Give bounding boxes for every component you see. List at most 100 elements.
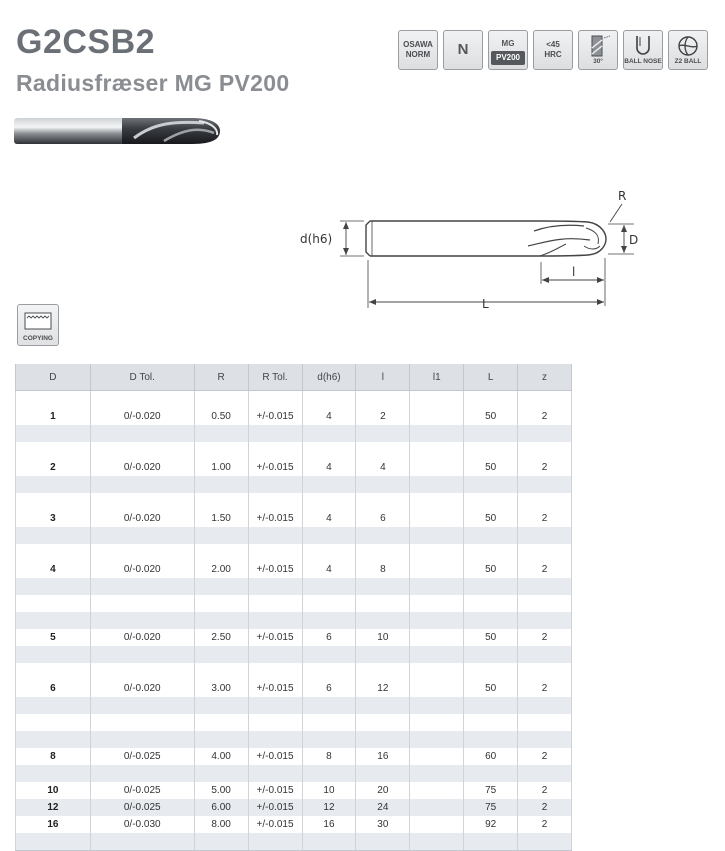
spacer-cell [15, 612, 91, 629]
spacer-cell [15, 425, 91, 442]
copying-icon [24, 312, 52, 330]
spacer-cell [15, 442, 91, 459]
spacer-cell [463, 442, 519, 459]
cell-z: 2 [517, 459, 572, 476]
spacer-cell [355, 714, 411, 731]
col-header-dh6: d(h6) [301, 364, 357, 391]
spacer-cell [517, 595, 572, 612]
spacer-cell [193, 765, 249, 782]
spacer-cell [463, 578, 519, 595]
spacer-cell [193, 442, 249, 459]
cell-big-l: 50 [463, 510, 519, 527]
spacer-cell [355, 527, 411, 544]
cell-d-tol: 0/-0.020 [89, 629, 195, 646]
spec-table-header: D D Tol. R R Tol. d(h6) l l1 L z [15, 364, 572, 391]
spacer-cell [463, 663, 519, 680]
cell-z: 2 [517, 629, 572, 646]
spacer-cell [517, 731, 572, 748]
spacer-cell [89, 697, 195, 714]
copying-badge: COPYING [17, 304, 59, 346]
cell-l: 4 [355, 459, 411, 476]
spacer-cell [15, 527, 91, 544]
spacer-cell [463, 697, 519, 714]
spacer-cell [301, 595, 357, 612]
spacer-cell [193, 714, 249, 731]
spacer-cell [517, 476, 572, 493]
cell-dh6: 12 [301, 799, 357, 816]
spacer-row [15, 544, 572, 561]
spacer-row [15, 578, 572, 595]
cell-l1 [409, 748, 465, 765]
spacer-row [15, 493, 572, 510]
spacer-cell [463, 544, 519, 561]
spacer-cell [355, 646, 411, 663]
cell-l: 16 [355, 748, 411, 765]
spacer-cell [409, 765, 465, 782]
spacer-cell [409, 646, 465, 663]
spacer-cell [355, 612, 411, 629]
spacer-cell [517, 697, 572, 714]
cell-r-tol: +/-0.015 [247, 748, 303, 765]
spacer-cell [15, 714, 91, 731]
cell-d-tol: 0/-0.025 [89, 799, 195, 816]
cell-big-l: 50 [463, 459, 519, 476]
spacer-cell [409, 544, 465, 561]
cell-big-l: 75 [463, 782, 519, 799]
helix-angle-badge: 30° [578, 30, 618, 70]
spacer-cell [89, 527, 195, 544]
spacer-row [15, 731, 572, 748]
spacer-cell [355, 544, 411, 561]
spacer-cell [193, 646, 249, 663]
spacer-cell [247, 544, 303, 561]
spacer-cell [355, 731, 411, 748]
spacer-cell [409, 697, 465, 714]
cell-l: 8 [355, 561, 411, 578]
cell-d: 16 [15, 816, 91, 833]
spacer-cell [463, 833, 519, 851]
spacer-cell [193, 663, 249, 680]
cell-d: 2 [15, 459, 91, 476]
spacer-cell [301, 612, 357, 629]
spacer-cell [409, 714, 465, 731]
spacer-cell [409, 612, 465, 629]
cell-dh6: 6 [301, 629, 357, 646]
cell-r: 2.50 [193, 629, 249, 646]
cell-z: 2 [517, 561, 572, 578]
ball-nose-badge: BALL NOSE [623, 30, 663, 70]
cell-l1 [409, 816, 465, 833]
spacer-cell [355, 476, 411, 493]
spacer-cell [355, 578, 411, 595]
spacer-cell [247, 646, 303, 663]
spacer-cell [89, 833, 195, 851]
shank-diameter-label: d(h6) [300, 232, 332, 246]
cell-l: 2 [355, 408, 411, 425]
spacer-cell [301, 833, 357, 851]
spacer-row [15, 714, 572, 731]
spacer-cell [301, 442, 357, 459]
cell-r: 3.00 [193, 680, 249, 697]
spacer-cell [15, 544, 91, 561]
spacer-cell [409, 476, 465, 493]
spacer-cell [301, 765, 357, 782]
spacer-cell [517, 714, 572, 731]
spacer-cell [463, 714, 519, 731]
tool-photo [14, 118, 220, 144]
spacer-cell [463, 476, 519, 493]
spacer-cell [517, 765, 572, 782]
spacer-cell [301, 731, 357, 748]
cell-l1 [409, 680, 465, 697]
col-header-big-l: L [463, 364, 519, 391]
cell-l1 [409, 799, 465, 816]
cell-r-tol: +/-0.015 [247, 799, 303, 816]
spacer-cell [193, 425, 249, 442]
col-header-d: D [15, 364, 91, 391]
spacer-cell [15, 390, 91, 408]
spacer-cell [193, 833, 249, 851]
cell-big-l: 50 [463, 561, 519, 578]
